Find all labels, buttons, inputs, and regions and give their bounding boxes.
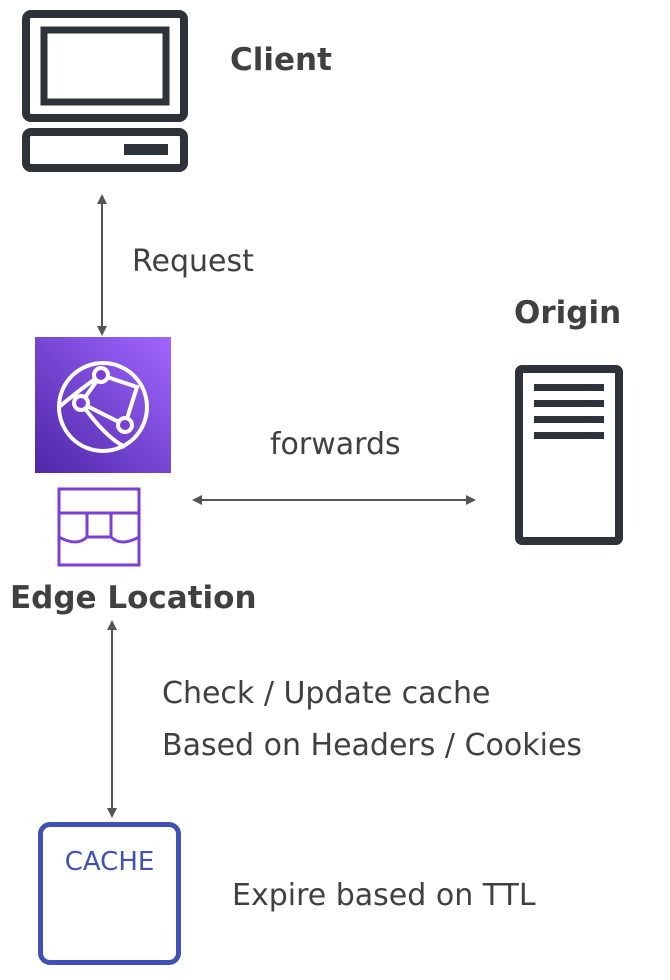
cache-check-line1: Check / Update cache: [162, 676, 491, 711]
cache-label: CACHE: [64, 847, 155, 877]
edge-location-label: Edge Location: [10, 580, 257, 616]
server-icon: [515, 365, 623, 545]
ttl-label: Expire based on TTL: [232, 878, 536, 913]
origin-label: Origin: [514, 295, 622, 331]
forwards-label: forwards: [270, 427, 401, 462]
cloudfront-icon: [35, 337, 171, 473]
cache-check-line2: Based on Headers / Cookies: [162, 728, 583, 763]
client-label: Client: [230, 42, 332, 78]
request-label: Request: [132, 244, 254, 279]
computer-icon: [22, 10, 188, 172]
edge-location-icon: [57, 487, 141, 567]
cache-icon: CACHE: [38, 822, 181, 965]
